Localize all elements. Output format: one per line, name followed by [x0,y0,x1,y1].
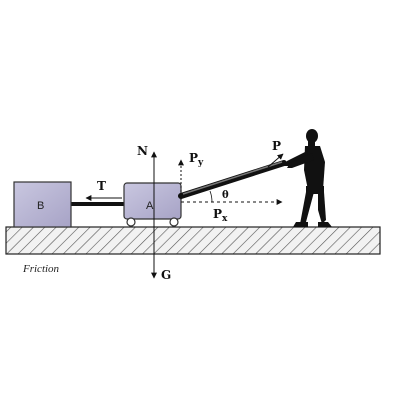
pull-force-arrow [267,153,284,168]
cart-a-label: A [146,200,154,212]
angle-arc [209,190,213,203]
tension-label: T [97,179,106,193]
pull-handle [178,160,287,199]
friction-label: Friction [22,263,60,275]
block-b [13,181,72,228]
ground-surface [5,226,381,255]
cart-wheel-right [169,217,179,227]
cart-a [123,182,182,220]
block-b-label: B [37,200,44,212]
py-label: Py [189,151,204,168]
px-label: Px [213,207,228,224]
person-silhouette [284,129,332,227]
theta-label: θ [222,190,229,201]
cart-wheel-left [126,217,136,227]
normal-label: N [137,144,148,158]
gravity-label: G [161,268,171,282]
pull-label: P [272,139,281,153]
